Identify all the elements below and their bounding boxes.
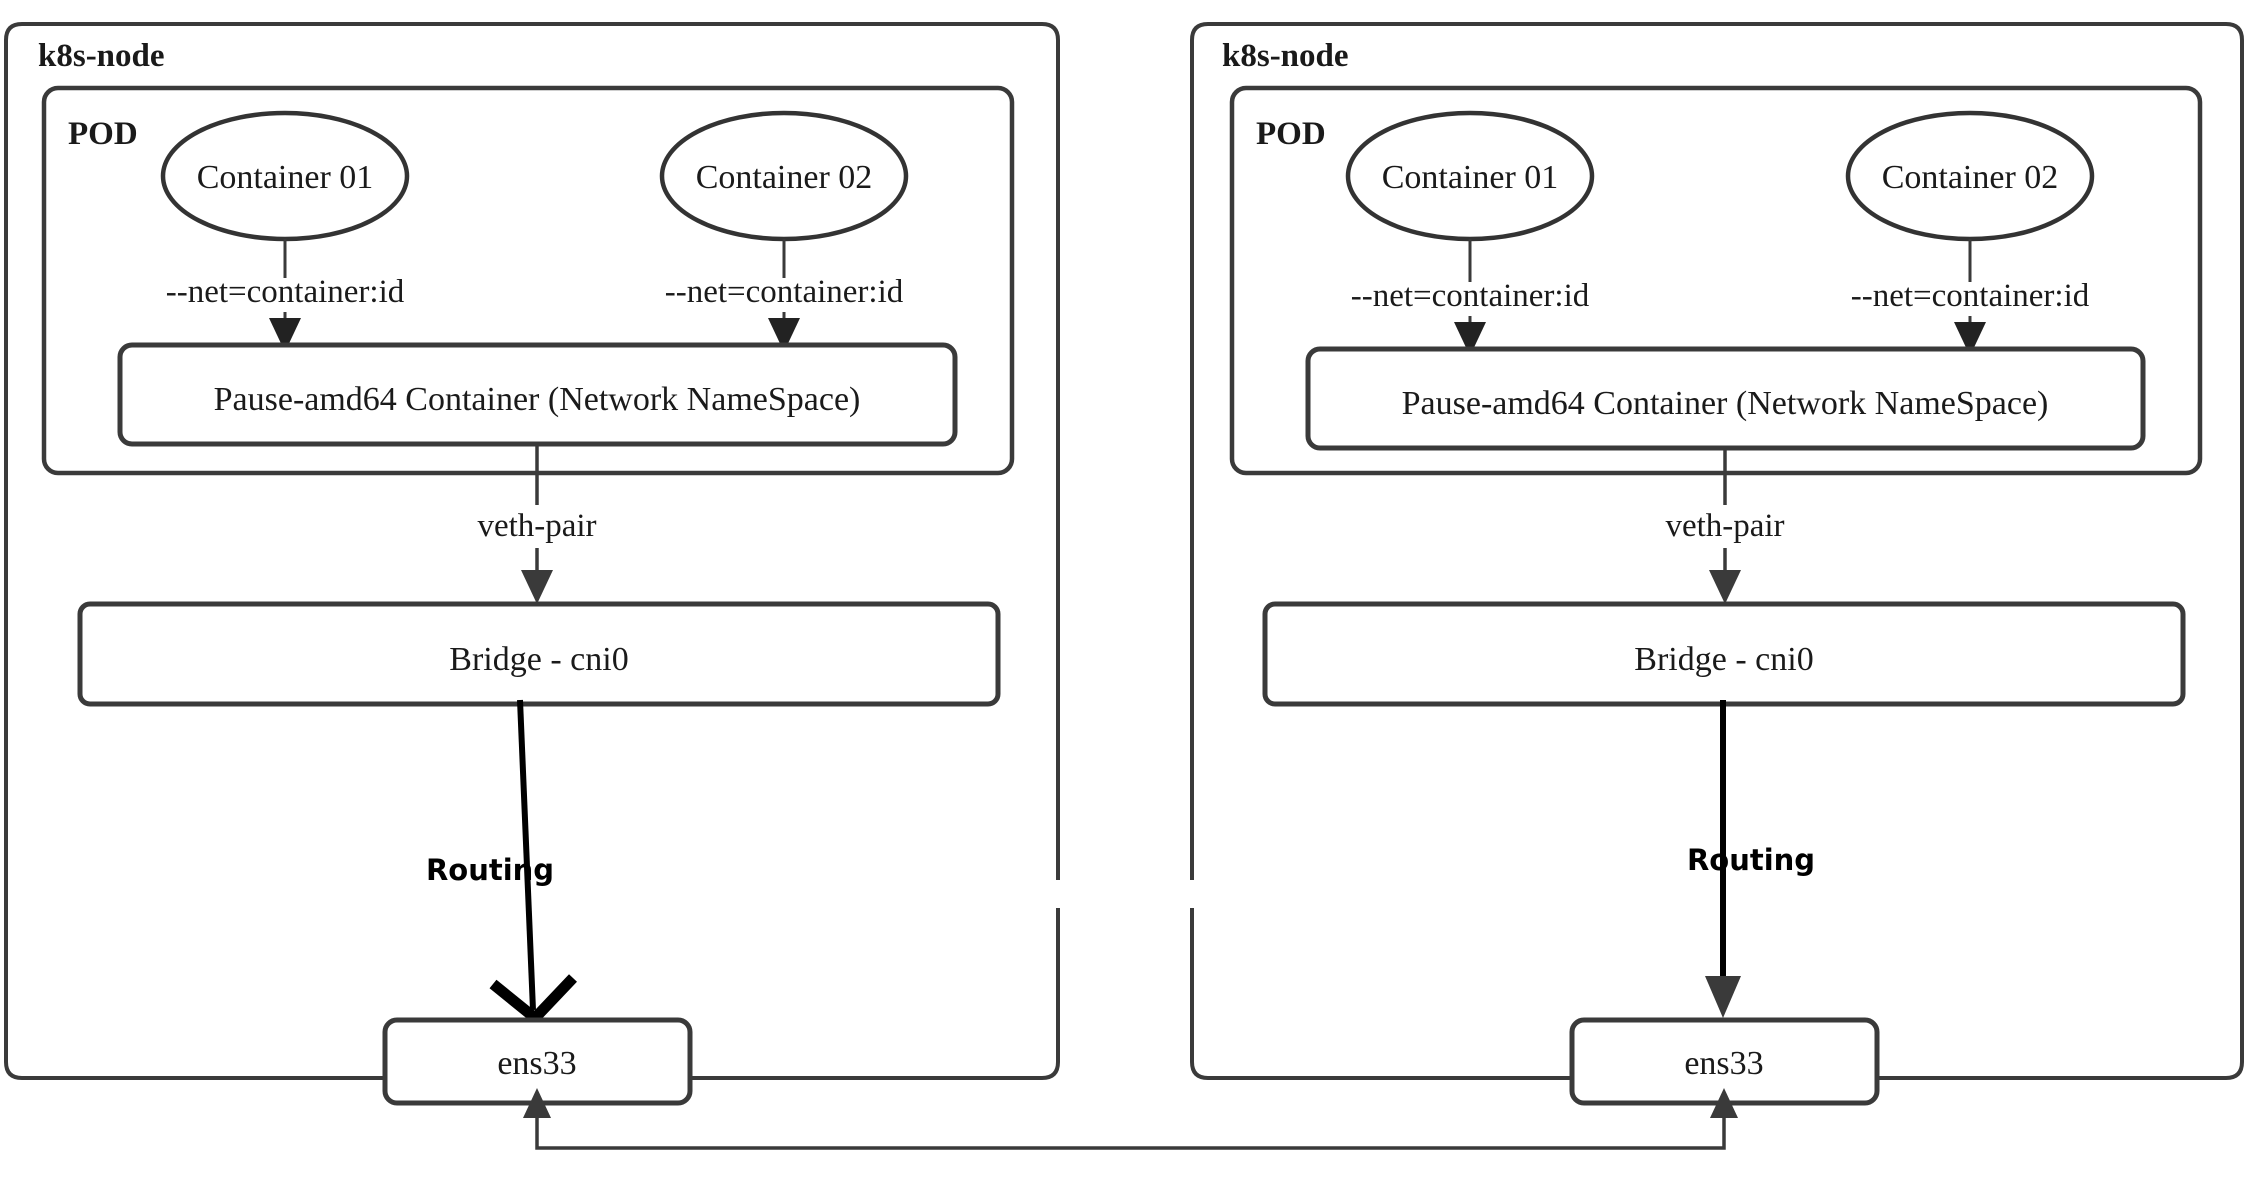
node-right-container-02-edge-label: --net=container:id <box>1851 278 2090 314</box>
node-left-outline-bottom-right <box>22 908 1060 1080</box>
inter-node-link-arrowhead-right <box>1710 1088 1738 1118</box>
node-left-container-02-label: Container 02 <box>696 159 873 196</box>
node-right-pause-label: Pause-amd64 Container (Network NameSpace… <box>1402 385 2049 422</box>
node-left-container-02-arrowhead <box>768 318 800 352</box>
inter-node-link <box>523 1088 1738 1150</box>
node-right-bridge-label: Bridge - cni0 <box>1634 641 1813 678</box>
inter-node-link-arrowhead-left <box>523 1088 551 1118</box>
node-right-nic-label: ens33 <box>1684 1045 1763 1082</box>
node-left-veth-arrowhead <box>521 570 553 604</box>
node-left-pause-label: Pause-amd64 Container (Network NameSpace… <box>214 381 861 418</box>
node-right-veth-label: veth-pair <box>1665 508 1784 544</box>
node-left-container-01-edge-label: --net=container:id <box>166 274 405 310</box>
node-left-container-01-arrowhead <box>269 318 301 352</box>
node-left-bridge-box <box>77 601 1001 707</box>
node-right-outline-left-bottom <box>1190 908 1209 1080</box>
node-left-pod-title: POD <box>68 116 138 152</box>
node-right-container-01-label: Container 01 <box>1382 159 1559 196</box>
node-right-routing-arrowhead <box>1705 976 1741 1018</box>
node-left-bridge-label: Bridge - cni0 <box>449 641 628 678</box>
node-right-veth-arrowhead <box>1709 570 1741 604</box>
node-right-container-02-arrowhead <box>1954 322 1986 356</box>
inter-node-link-path <box>535 1103 1726 1150</box>
node-right-container-01-edge-label: --net=container:id <box>1351 278 1590 314</box>
node-left-title: k8s-node <box>38 38 165 74</box>
node-left-routing-label: Routing <box>426 853 554 887</box>
node-left: k8s-node POD Container 01 --net=containe… <box>4 22 1060 1106</box>
node-left-outline-left <box>4 22 23 1080</box>
node-right: k8s-node POD Container 01 --net=containe… <box>1190 22 2244 1106</box>
node-left-veth-label: veth-pair <box>477 508 596 544</box>
node-left-nic-label: ens33 <box>497 1045 576 1082</box>
node-right-outline-left-top <box>1190 22 1209 880</box>
node-left-container-02-edge-label: --net=container:id <box>665 274 904 310</box>
node-right-pod: POD Container 01 --net=container:id Cont… <box>1229 85 2203 476</box>
node-left-container-01-label: Container 01 <box>197 159 374 196</box>
node-right-title: k8s-node <box>1222 38 1349 74</box>
node-right-pod-title: POD <box>1256 116 1326 152</box>
node-right-container-02-label: Container 02 <box>1882 159 2059 196</box>
node-right-routing-label: Routing <box>1687 843 1815 877</box>
node-left-routing-line <box>517 699 536 1011</box>
node-right-container-01-arrowhead <box>1454 322 1486 356</box>
node-left-pod: POD Container 01 --net=container:id Cont… <box>41 85 1015 476</box>
